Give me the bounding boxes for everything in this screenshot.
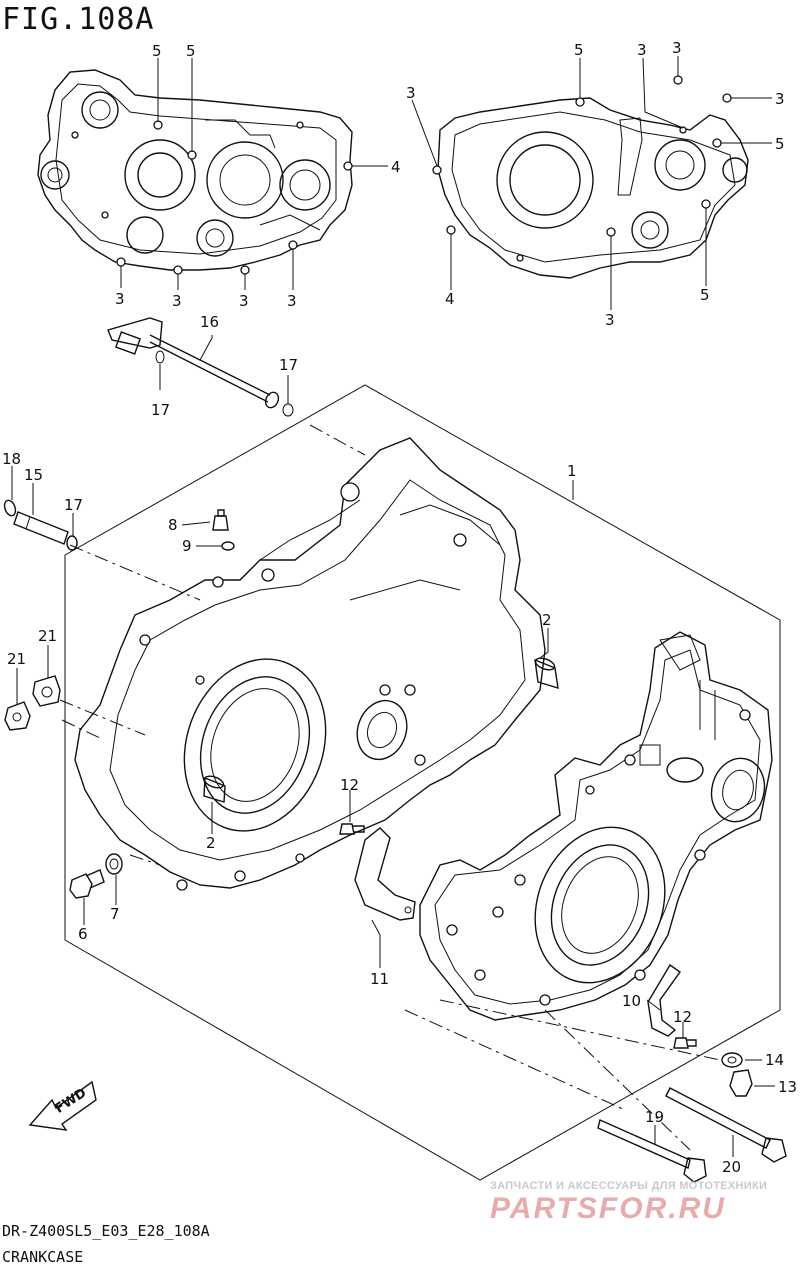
crankcase-left-half-top-view (37, 69, 353, 275)
section-name: CRANKCASE (2, 1248, 84, 1266)
callout-4: 4 (391, 158, 401, 176)
model-code: DR-Z400SL5_E03_E28_108A (2, 1222, 210, 1240)
callout-9: 9 (182, 537, 192, 555)
callout-10: 10 (622, 992, 641, 1010)
callout-15: 15 (24, 466, 43, 484)
callout-3: 3 (637, 41, 647, 59)
callout-19: 19 (645, 1108, 664, 1126)
callout-1: 1 (567, 462, 577, 480)
callout-5: 5 (775, 135, 785, 153)
callout-numbers: 5 5 3 3 3 3 4 3 4 5 3 3 3 5 5 3 16 17 17… (2, 39, 797, 1176)
callout-13: 13 (778, 1078, 797, 1096)
callout-3: 3 (672, 39, 682, 57)
callout-7: 7 (110, 905, 120, 923)
small-parts (3, 499, 787, 1183)
crankcase-left-half-main (74, 437, 546, 891)
callout-6: 6 (78, 925, 88, 943)
callout-21: 21 (38, 627, 57, 645)
callout-20: 20 (722, 1158, 741, 1176)
crankcase-right-half-main (419, 631, 773, 1021)
leader-lines (11, 56, 775, 1157)
callout-12: 12 (340, 776, 359, 794)
fwd-label: FWD (53, 1086, 90, 1117)
callout-3: 3 (172, 292, 182, 310)
watermark-tagline: ЗАПЧАСТИ И АКСЕССУАРЫ ДЛЯ МОТОТЕХНИКИ (490, 1180, 768, 1192)
callout-8: 8 (168, 516, 178, 534)
callout-3: 3 (605, 311, 615, 329)
callout-11: 11 (370, 970, 389, 988)
callout-4: 4 (445, 290, 455, 308)
callout-12: 12 (673, 1008, 692, 1026)
oil-pipe-16 (107, 317, 294, 417)
callout-3: 3 (115, 290, 125, 308)
callout-5: 5 (574, 41, 584, 59)
assembly-boundary (59, 384, 781, 1181)
crankcase-right-half-top-view (432, 75, 749, 279)
callout-14: 14 (765, 1051, 784, 1069)
callout-3: 3 (239, 292, 249, 310)
callout-3: 3 (406, 84, 416, 102)
callout-17: 17 (151, 401, 170, 419)
callout-3: 3 (775, 90, 785, 108)
callout-18: 18 (2, 450, 21, 468)
callout-5: 5 (186, 42, 196, 60)
callout-21: 21 (7, 650, 26, 668)
callout-5: 5 (700, 286, 710, 304)
callout-17: 17 (279, 356, 298, 374)
callout-16: 16 (200, 313, 219, 331)
callout-17: 17 (64, 496, 83, 514)
callout-2: 2 (206, 834, 216, 852)
watermark-logo: PARTSFOR.RU (490, 1192, 726, 1225)
callout-5: 5 (152, 42, 162, 60)
callout-3: 3 (287, 292, 297, 310)
callout-2: 2 (542, 611, 552, 629)
figure-title: FIG.108A (2, 2, 155, 37)
